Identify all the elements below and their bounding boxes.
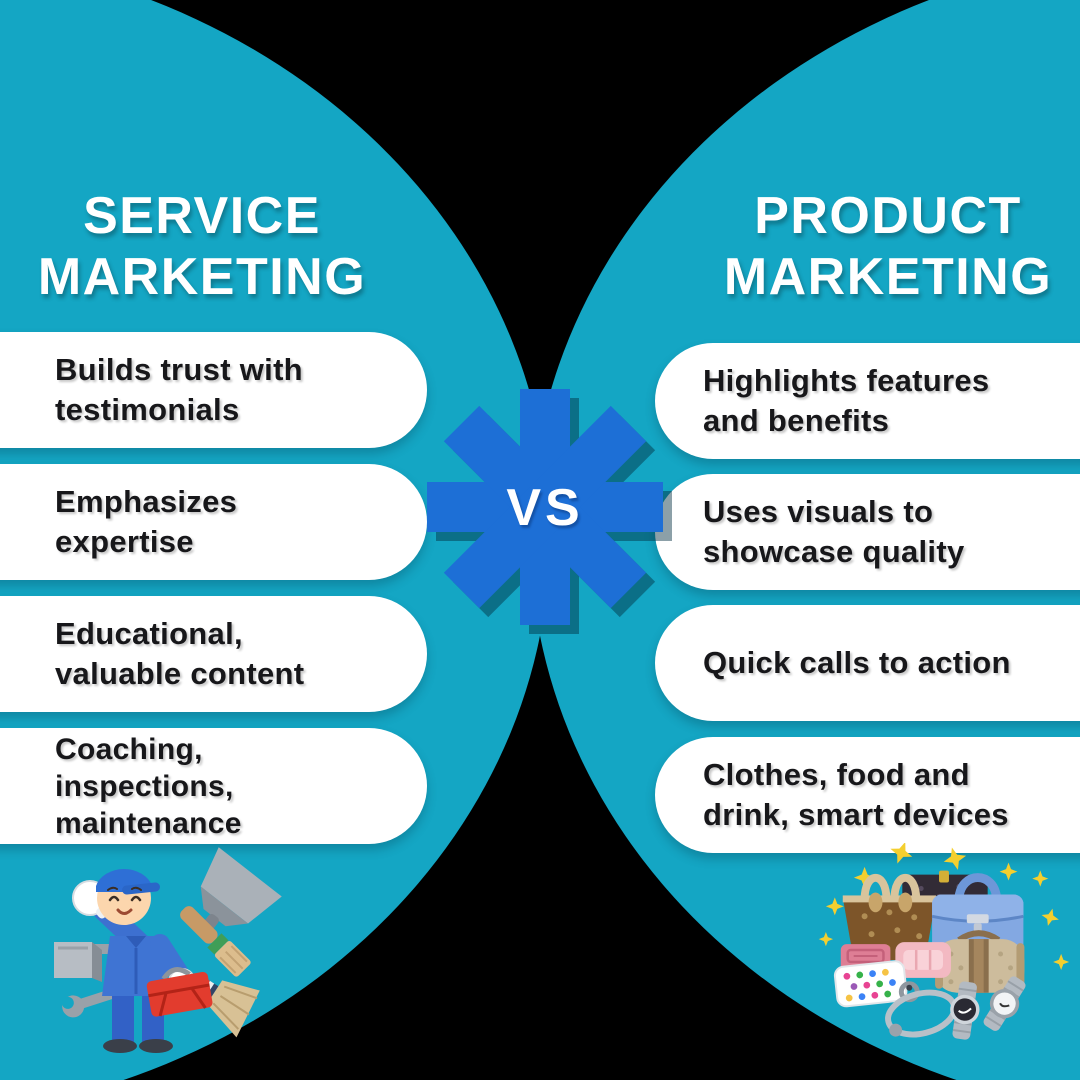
product-item-4-line1: Clothes, food and (703, 757, 970, 792)
product-item-3: Quick calls to action (655, 605, 1080, 721)
service-title-line2: MARKETING (37, 248, 367, 306)
service-item-2-line1: Emphasizes (55, 484, 238, 519)
service-item-3-line2: valuable content (55, 656, 305, 691)
service-title-line1: SERVICE (83, 187, 321, 245)
luxury-goods-illustration (818, 843, 1070, 1040)
sparkle-icons (818, 843, 1070, 970)
product-title-line2: MARKETING (723, 248, 1053, 306)
service-item-1-line2: testimonials (55, 392, 240, 427)
service-item-1-line1: Builds trust with (55, 352, 303, 387)
service-item-4-line3: maintenance (55, 806, 242, 840)
service-item-4: Coaching, inspections, maintenance (0, 728, 427, 844)
service-item-2-line2: expertise (55, 524, 194, 559)
service-item-2: Emphasizes expertise (0, 464, 427, 580)
handyman-illustration (54, 847, 282, 1053)
product-item-4: Clothes, food and drink, smart devices (655, 737, 1080, 853)
service-item-3-line1: Educational, (55, 616, 243, 651)
vs-label: VS (506, 479, 584, 537)
service-item-4-line1: Coaching, (55, 732, 203, 766)
product-item-3-line1: Quick calls to action (703, 645, 1011, 680)
service-item-3: Educational, valuable content (0, 596, 427, 712)
product-marketing-title: PRODUCT MARKETING (678, 186, 1080, 308)
product-title-line1: PRODUCT (754, 187, 1022, 245)
toolbox-icon (146, 967, 213, 1017)
product-item-1-line1: Highlights features (703, 363, 990, 398)
light-pink-wallet-icon (895, 942, 951, 978)
product-item-1-line2: and benefits (703, 403, 890, 438)
asterisk-star (427, 389, 663, 625)
handyman-figure (72, 868, 213, 1053)
service-marketing-title: SERVICE MARKETING (0, 186, 412, 308)
service-item-4-line2: inspections, (55, 769, 234, 803)
product-item-4-line2: drink, smart devices (703, 797, 1009, 832)
product-item-2-line1: Uses visuals to (703, 494, 934, 529)
watch-light-icon (983, 976, 1026, 1031)
product-item-2: Uses visuals to showcase quality (655, 474, 1080, 590)
product-item-2-line2: showcase quality (703, 534, 965, 569)
jewelry-case-icon (833, 960, 908, 1008)
service-item-1: Builds trust with testimonials (0, 332, 427, 448)
watch-dark-icon (950, 981, 980, 1040)
paintbrush-icon (180, 906, 251, 977)
duffel-bag-icon (935, 930, 1025, 993)
product-item-1: Highlights features and benefits (655, 343, 1080, 459)
